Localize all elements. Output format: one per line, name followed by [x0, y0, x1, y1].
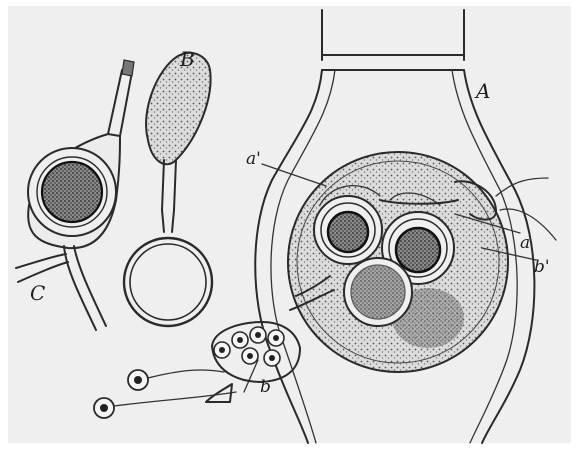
label-b-prime: b': [534, 257, 550, 277]
cyst-left: [314, 196, 382, 264]
cyst-lower: [344, 258, 412, 326]
label-a-prime: a': [246, 149, 261, 169]
label-B: B: [179, 47, 195, 71]
label-b: b: [260, 377, 271, 397]
label-A: A: [474, 79, 490, 103]
label-a: a: [520, 233, 530, 253]
label-C: C: [30, 281, 45, 305]
